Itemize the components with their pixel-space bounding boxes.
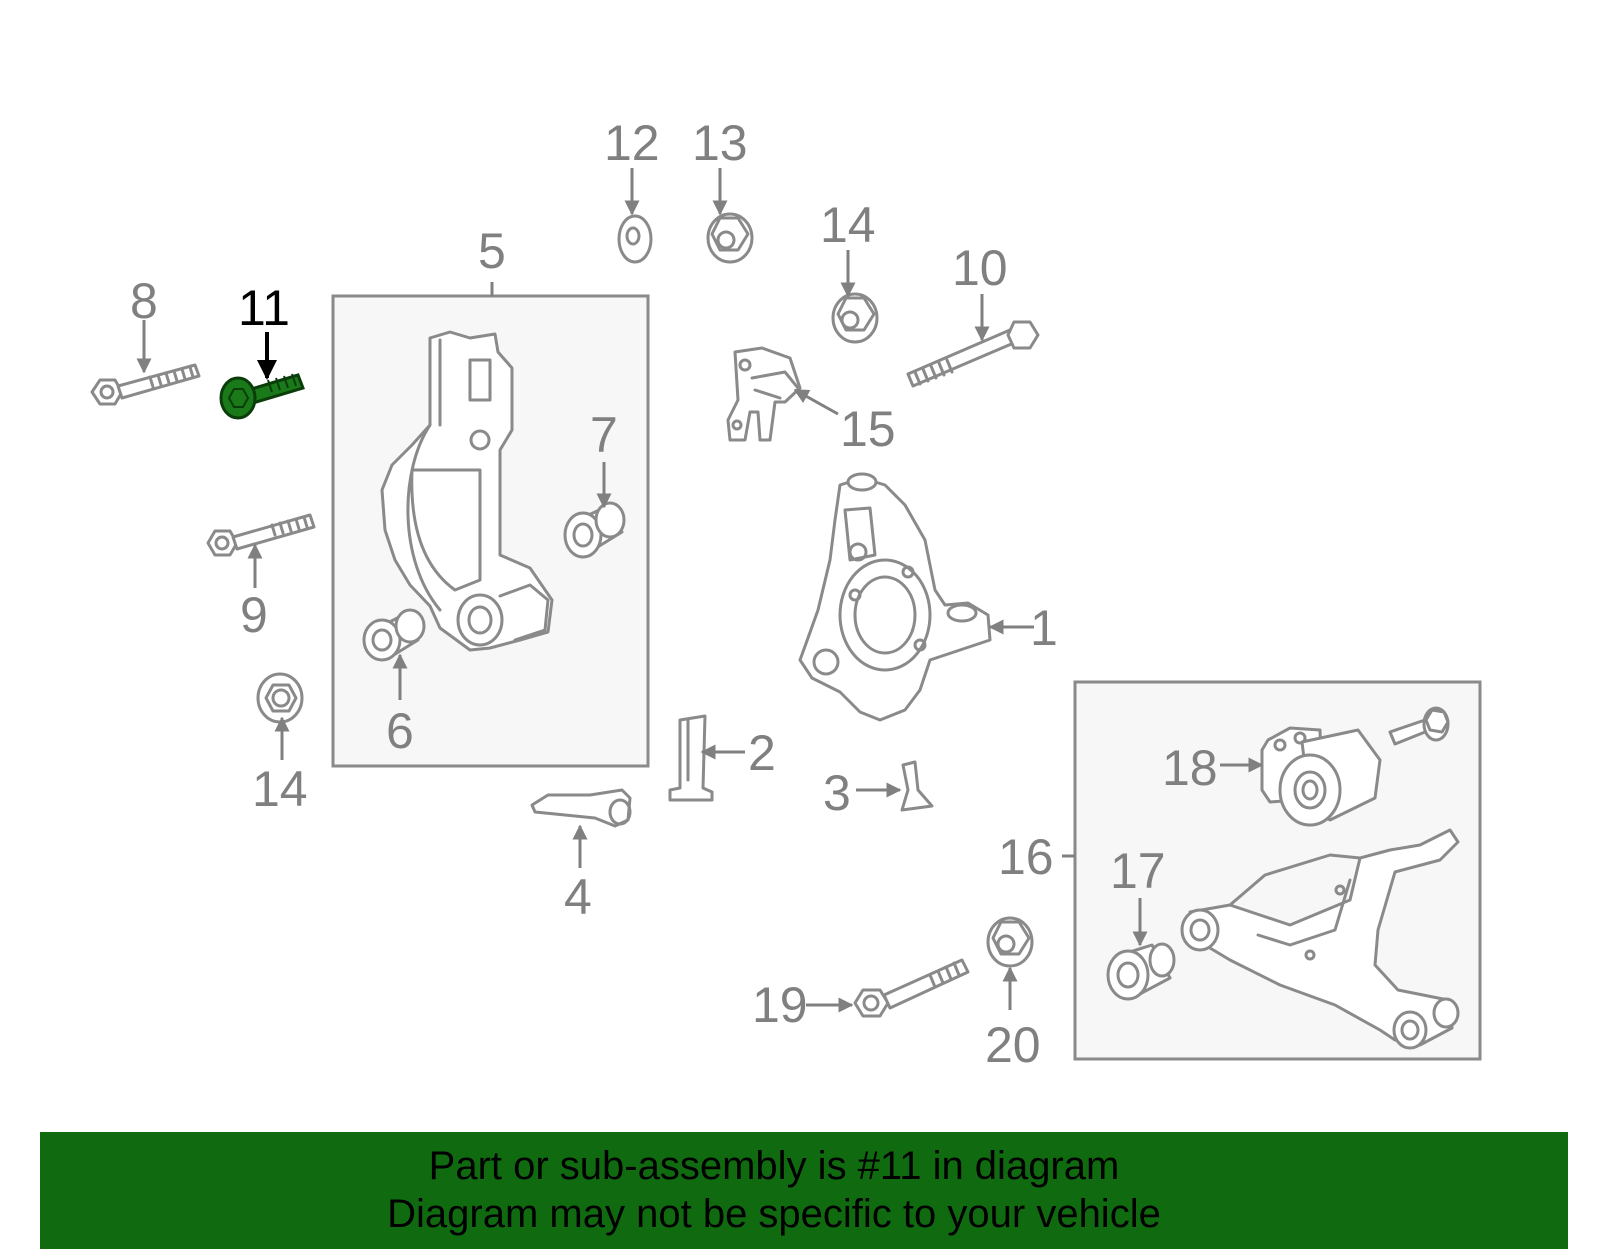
part-17-bushing[interactable]: [1106, 942, 1176, 1001]
part-15-bracket[interactable]: [726, 346, 802, 442]
part-6-bushing[interactable]: [362, 608, 426, 662]
parts-diagram: 1 2 3 4 5 6 7 8 9 10 11 12 13 14 14 15 1…: [90, 115, 1482, 1073]
part-14-nut-left[interactable]: [256, 672, 304, 724]
part-19-bolt[interactable]: [853, 958, 970, 1018]
callout-19: 19: [752, 977, 808, 1033]
callout-13: 13: [692, 115, 748, 171]
part-7-bushing[interactable]: [563, 501, 626, 559]
part-20-nut[interactable]: [986, 916, 1034, 968]
callout-11-highlighted: 11: [238, 280, 290, 336]
part-9-bolt[interactable]: [206, 513, 316, 557]
part-16-control-arm[interactable]: [1180, 828, 1460, 1050]
callout-20: 20: [985, 1017, 1041, 1073]
caption-line-1: Part or sub-assembly is #11 in diagram: [428, 1144, 1120, 1188]
callout-16: 16: [998, 829, 1054, 885]
callout-9: 9: [240, 587, 268, 643]
callout-5: 5: [478, 223, 506, 279]
callout-2: 2: [748, 725, 776, 781]
callout-10: 10: [952, 240, 1008, 296]
callout-12: 12: [604, 115, 660, 171]
part-2-pin[interactable]: [668, 714, 714, 802]
part-11-bolt-highlighted[interactable]: [219, 373, 305, 420]
callout-3: 3: [823, 765, 851, 821]
callout-14-top: 14: [820, 197, 876, 253]
part-8-bolt[interactable]: [90, 363, 201, 406]
caption-line-2: Diagram may not be specific to your vehi…: [387, 1192, 1161, 1236]
part-1-knuckle[interactable]: [798, 472, 992, 722]
callout-17: 17: [1110, 843, 1166, 899]
part-13-nut[interactable]: [706, 212, 754, 264]
callout-14-left: 14: [252, 761, 308, 817]
callout-1: 1: [1030, 600, 1058, 656]
caption-banner: Part or sub-assembly is #11 in diagram D…: [40, 1132, 1568, 1249]
part-4-clip[interactable]: [530, 788, 632, 828]
part-3-pin[interactable]: [900, 760, 934, 812]
part-18-bushing[interactable]: [1260, 726, 1382, 827]
part-14-nut-top[interactable]: [831, 292, 879, 344]
part-18-bolt[interactable]: [1388, 706, 1450, 746]
part-10-bolt[interactable]: [906, 320, 1040, 388]
part-12-washer[interactable]: [617, 214, 653, 264]
callout-6: 6: [386, 703, 414, 759]
callout-7: 7: [590, 407, 618, 463]
callout-15: 15: [840, 401, 896, 457]
callout-8: 8: [130, 273, 158, 329]
part-5-bracket[interactable]: [380, 330, 554, 652]
callout-18: 18: [1162, 740, 1218, 796]
callout-4: 4: [564, 869, 592, 925]
